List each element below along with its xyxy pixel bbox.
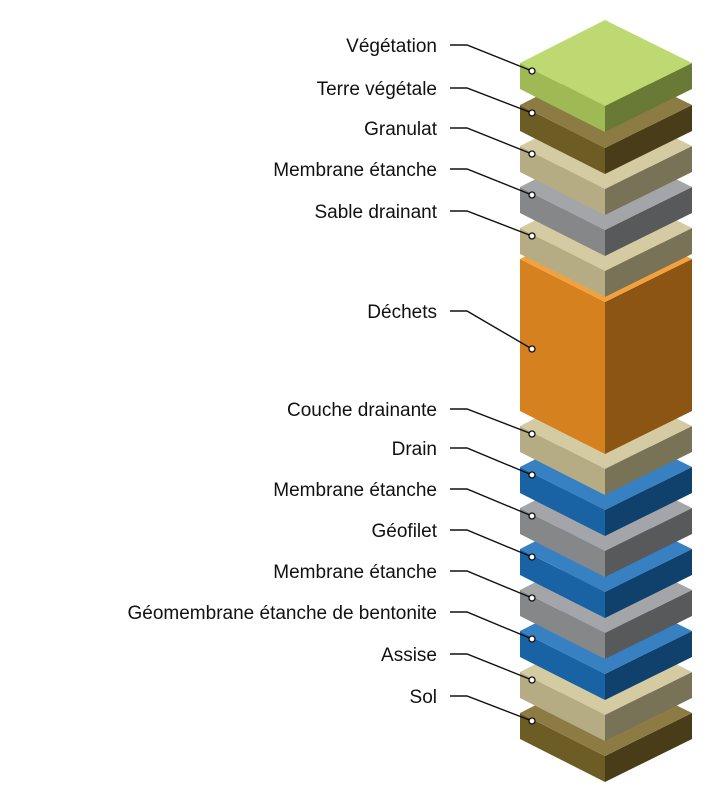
layer-label: Déchets [367, 302, 437, 323]
layer-label: Sol [410, 687, 437, 708]
leader-dot [528, 150, 536, 158]
leader-dot [528, 594, 536, 602]
layer-left-face [520, 146, 605, 215]
layer-left-face [520, 549, 605, 618]
leader-line [450, 488, 533, 517]
leader-line [450, 310, 533, 350]
leader-dot [528, 635, 536, 643]
layer-right-face [605, 631, 692, 700]
layer-right-face [605, 105, 692, 174]
layer-label: Végétation [346, 36, 437, 57]
layer-right-face [605, 467, 692, 536]
leader-line [450, 695, 533, 722]
layer-left-face [520, 105, 605, 174]
layer-left-face [520, 713, 605, 782]
layer-label: Géofilet [372, 521, 438, 542]
leader-dot [528, 109, 536, 117]
leader-dot [528, 345, 536, 353]
layer-right-face [605, 549, 692, 618]
layer-right-face [605, 426, 692, 495]
leader-dot [528, 676, 536, 684]
leader-line [450, 44, 533, 72]
layer-label: Membrane étanche [273, 160, 437, 181]
layer-left-face [520, 467, 605, 536]
leader-dot [528, 717, 536, 725]
layer-left-face [520, 259, 605, 454]
layer-left-face [520, 63, 605, 132]
layer-right-face [605, 508, 692, 577]
layer-left-face [520, 426, 605, 495]
leader-dot [528, 430, 536, 438]
layer-left-face [520, 672, 605, 741]
leader-line [450, 168, 533, 196]
layer-top-face [520, 20, 692, 106]
leader-dot [528, 553, 536, 561]
leader-line [450, 447, 533, 476]
layer-label: Géomembrane étanche de bentonite [128, 603, 438, 624]
leader-line [450, 127, 533, 155]
layer-left-face [520, 508, 605, 577]
layer-right-face [605, 672, 692, 741]
layer-left-face [520, 187, 605, 256]
leader-dot [528, 512, 536, 520]
layer-right-face [605, 259, 692, 454]
layer-right-face [605, 63, 692, 132]
leader-line [450, 210, 533, 237]
layer-labels: Sol Assise Géomembrane étanche de bentonit… [128, 36, 536, 725]
layer-right-face [605, 187, 692, 256]
layer-right-face [605, 713, 692, 782]
leader-line [450, 529, 533, 558]
layer-label: Drain [392, 439, 437, 460]
layer-right-face [605, 228, 692, 297]
layer-left-face [520, 228, 605, 297]
layer-label: Granulat [364, 119, 438, 140]
layer-label: Sable drainant [314, 202, 437, 223]
layer-left-face [520, 631, 605, 700]
layer-label: Couche drainante [287, 400, 437, 421]
layer-label: Membrane étanche [273, 480, 437, 501]
leader-dot [528, 471, 536, 479]
leader-line [450, 653, 533, 681]
layer-slab [520, 20, 692, 132]
layer-slabs [520, 20, 692, 782]
leader-line [450, 570, 533, 599]
leader-dot [528, 67, 536, 75]
layer-right-face [605, 146, 692, 215]
layer-left-face [520, 590, 605, 659]
leader-line [450, 611, 533, 640]
leader-dot [528, 191, 536, 199]
leader-dot [528, 232, 536, 240]
layer-label: Membrane étanche [273, 562, 437, 583]
layer-label: Assise [381, 645, 437, 666]
leader-line [450, 408, 533, 435]
layer-label: Terre végétale [317, 79, 437, 100]
leader-line [450, 87, 533, 114]
layer-right-face [605, 590, 692, 659]
